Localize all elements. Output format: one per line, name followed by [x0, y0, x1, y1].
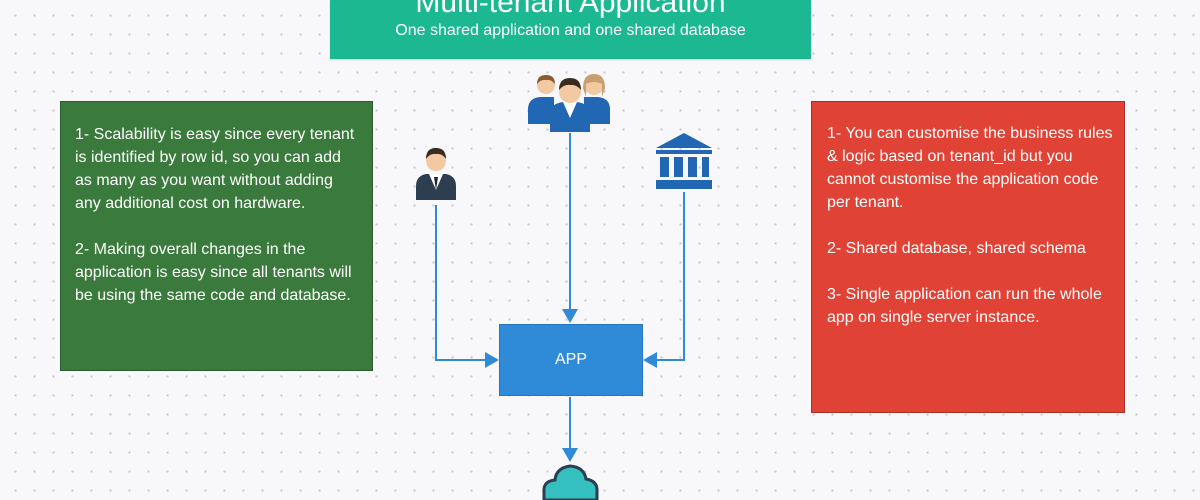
app-label: APP	[554, 351, 587, 368]
connector-lines	[435, 133, 685, 455]
cons-point-3: 3- Single application can run the whole …	[827, 286, 1102, 326]
connector-bank-to-app	[650, 192, 685, 361]
bank-building-icon	[656, 133, 712, 189]
pros-point-1: 1- Scalability is easy since every tenan…	[75, 126, 355, 212]
single-user-icon	[416, 148, 456, 200]
arrowhead-database	[562, 448, 578, 462]
pros-point-2: 2- Making overall changes in the applica…	[75, 241, 352, 304]
arrowhead-group	[562, 309, 578, 323]
cons-point-1: 1- You can customise the business rules …	[827, 125, 1113, 211]
title-banner: Multi-tenant Application One shared appl…	[330, 0, 811, 59]
connector-user-to-app	[435, 205, 492, 361]
user-group-icon	[528, 74, 610, 132]
cons-point-2: 2- Shared database, shared schema	[827, 240, 1086, 257]
diagram-title: Multi-tenant Application	[415, 0, 726, 19]
cloud-database-icon	[542, 464, 599, 500]
arrowhead-bank	[643, 352, 657, 368]
app-node: APP	[499, 324, 643, 396]
arrowheads	[485, 309, 657, 462]
pros-box: 1- Scalability is easy since every tenan…	[60, 101, 373, 371]
diagram-subtitle: One shared application and one shared da…	[395, 22, 746, 39]
arrowhead-user	[485, 352, 499, 368]
cons-box: 1- You can customise the business rules …	[811, 101, 1125, 413]
